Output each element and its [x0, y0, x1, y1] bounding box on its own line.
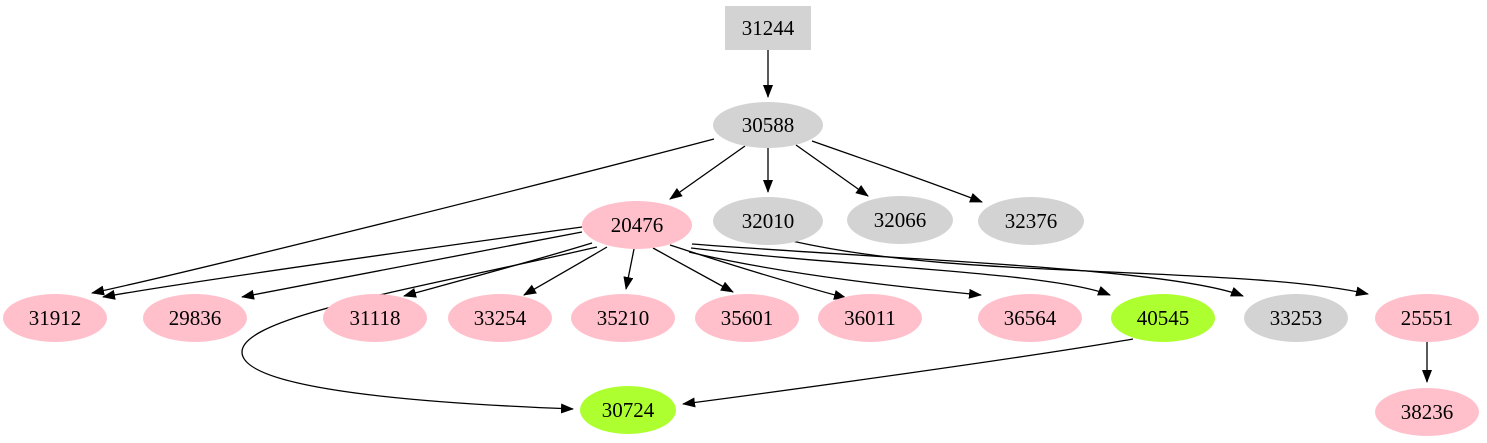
edge-30588-32066 [795, 144, 869, 197]
node-label: 35210 [597, 306, 650, 330]
node-31244: 31244 [725, 6, 811, 50]
node-label: 25551 [1401, 306, 1454, 330]
node-label: 40545 [1137, 306, 1190, 330]
node-shape-ellipse [582, 201, 692, 249]
node-label: 38236 [1401, 400, 1454, 424]
node-shape-ellipse [580, 386, 676, 434]
edge-40545-30724 [682, 338, 1134, 408]
node-36564: 36564 [978, 294, 1082, 342]
node-35210: 35210 [571, 294, 675, 342]
edge-20476-30724 [241, 246, 598, 414]
node-label: 30588 [742, 113, 795, 137]
edge-20476-40545 [690, 247, 1111, 296]
edge-20476-36564 [688, 251, 982, 299]
node-label: 31244 [742, 16, 795, 40]
node-shape-ellipse [1244, 294, 1348, 342]
edges-layer [91, 50, 1432, 414]
node-shape-ellipse [1375, 388, 1479, 436]
node-label: 31912 [29, 306, 82, 330]
edge-30588-31912 [91, 138, 715, 296]
edge-30588-20476 [669, 145, 746, 200]
node-shape-ellipse [978, 294, 1082, 342]
edge-20476-35601 [652, 247, 734, 293]
node-30724: 30724 [580, 386, 676, 434]
node-shape-ellipse [571, 294, 675, 342]
edge-20476-29836 [241, 231, 583, 300]
node-25551: 25551 [1375, 294, 1479, 342]
node-label: 35601 [721, 306, 774, 330]
node-shape-ellipse [323, 294, 427, 342]
node-32066: 32066 [847, 196, 953, 244]
node-shape-ellipse [3, 294, 107, 342]
node-35601: 35601 [695, 294, 799, 342]
node-shape-ellipse [448, 294, 552, 342]
node-38236: 38236 [1375, 388, 1479, 436]
node-label: 32376 [1005, 209, 1058, 233]
node-label: 32066 [874, 208, 927, 232]
node-29836: 29836 [143, 294, 247, 342]
edge-20476-35210 [623, 248, 635, 290]
node-20476: 20476 [582, 201, 692, 249]
node-shape-ellipse [143, 294, 247, 342]
edge-32010-25551 [791, 240, 1369, 297]
node-label: 36011 [844, 306, 896, 330]
node-shape-ellipse [713, 102, 823, 148]
node-label: 33254 [474, 306, 527, 330]
node-32376: 32376 [978, 197, 1084, 245]
node-label: 36564 [1004, 306, 1057, 330]
node-shape-ellipse [847, 196, 953, 244]
node-30588: 30588 [713, 102, 823, 148]
nodes-layer: 31244 30588 20476 32010 32066 32376 31912 29836… [3, 6, 1479, 436]
node-shape-ellipse [1375, 294, 1479, 342]
node-label: 33253 [1270, 306, 1323, 330]
node-36011: 36011 [818, 294, 922, 342]
node-label: 20476 [611, 213, 664, 237]
node-label: 32010 [742, 209, 795, 233]
node-shape-ellipse [818, 294, 922, 342]
node-shape-ellipse [713, 197, 823, 245]
node-shape-ellipse [1111, 294, 1215, 342]
edge-20476-31118 [403, 242, 593, 298]
edge-20476-33253 [691, 243, 1244, 297]
node-shape-ellipse [978, 197, 1084, 245]
node-shape-ellipse [695, 294, 799, 342]
node-label: 31118 [350, 306, 401, 330]
node-31118: 31118 [323, 294, 427, 342]
node-40545: 40545 [1111, 294, 1215, 342]
node-33253: 33253 [1244, 294, 1348, 342]
node-shape-box [725, 6, 811, 50]
node-label: 29836 [169, 306, 222, 330]
edge-30588-32376 [811, 140, 983, 203]
node-33254: 33254 [448, 294, 552, 342]
edge-20476-31912 [102, 226, 583, 300]
edge-20476-33254 [523, 246, 608, 296]
edge-20476-36011 [669, 244, 847, 300]
node-31912: 31912 [3, 294, 107, 342]
node-32010: 32010 [713, 197, 823, 245]
node-label: 30724 [602, 398, 655, 422]
